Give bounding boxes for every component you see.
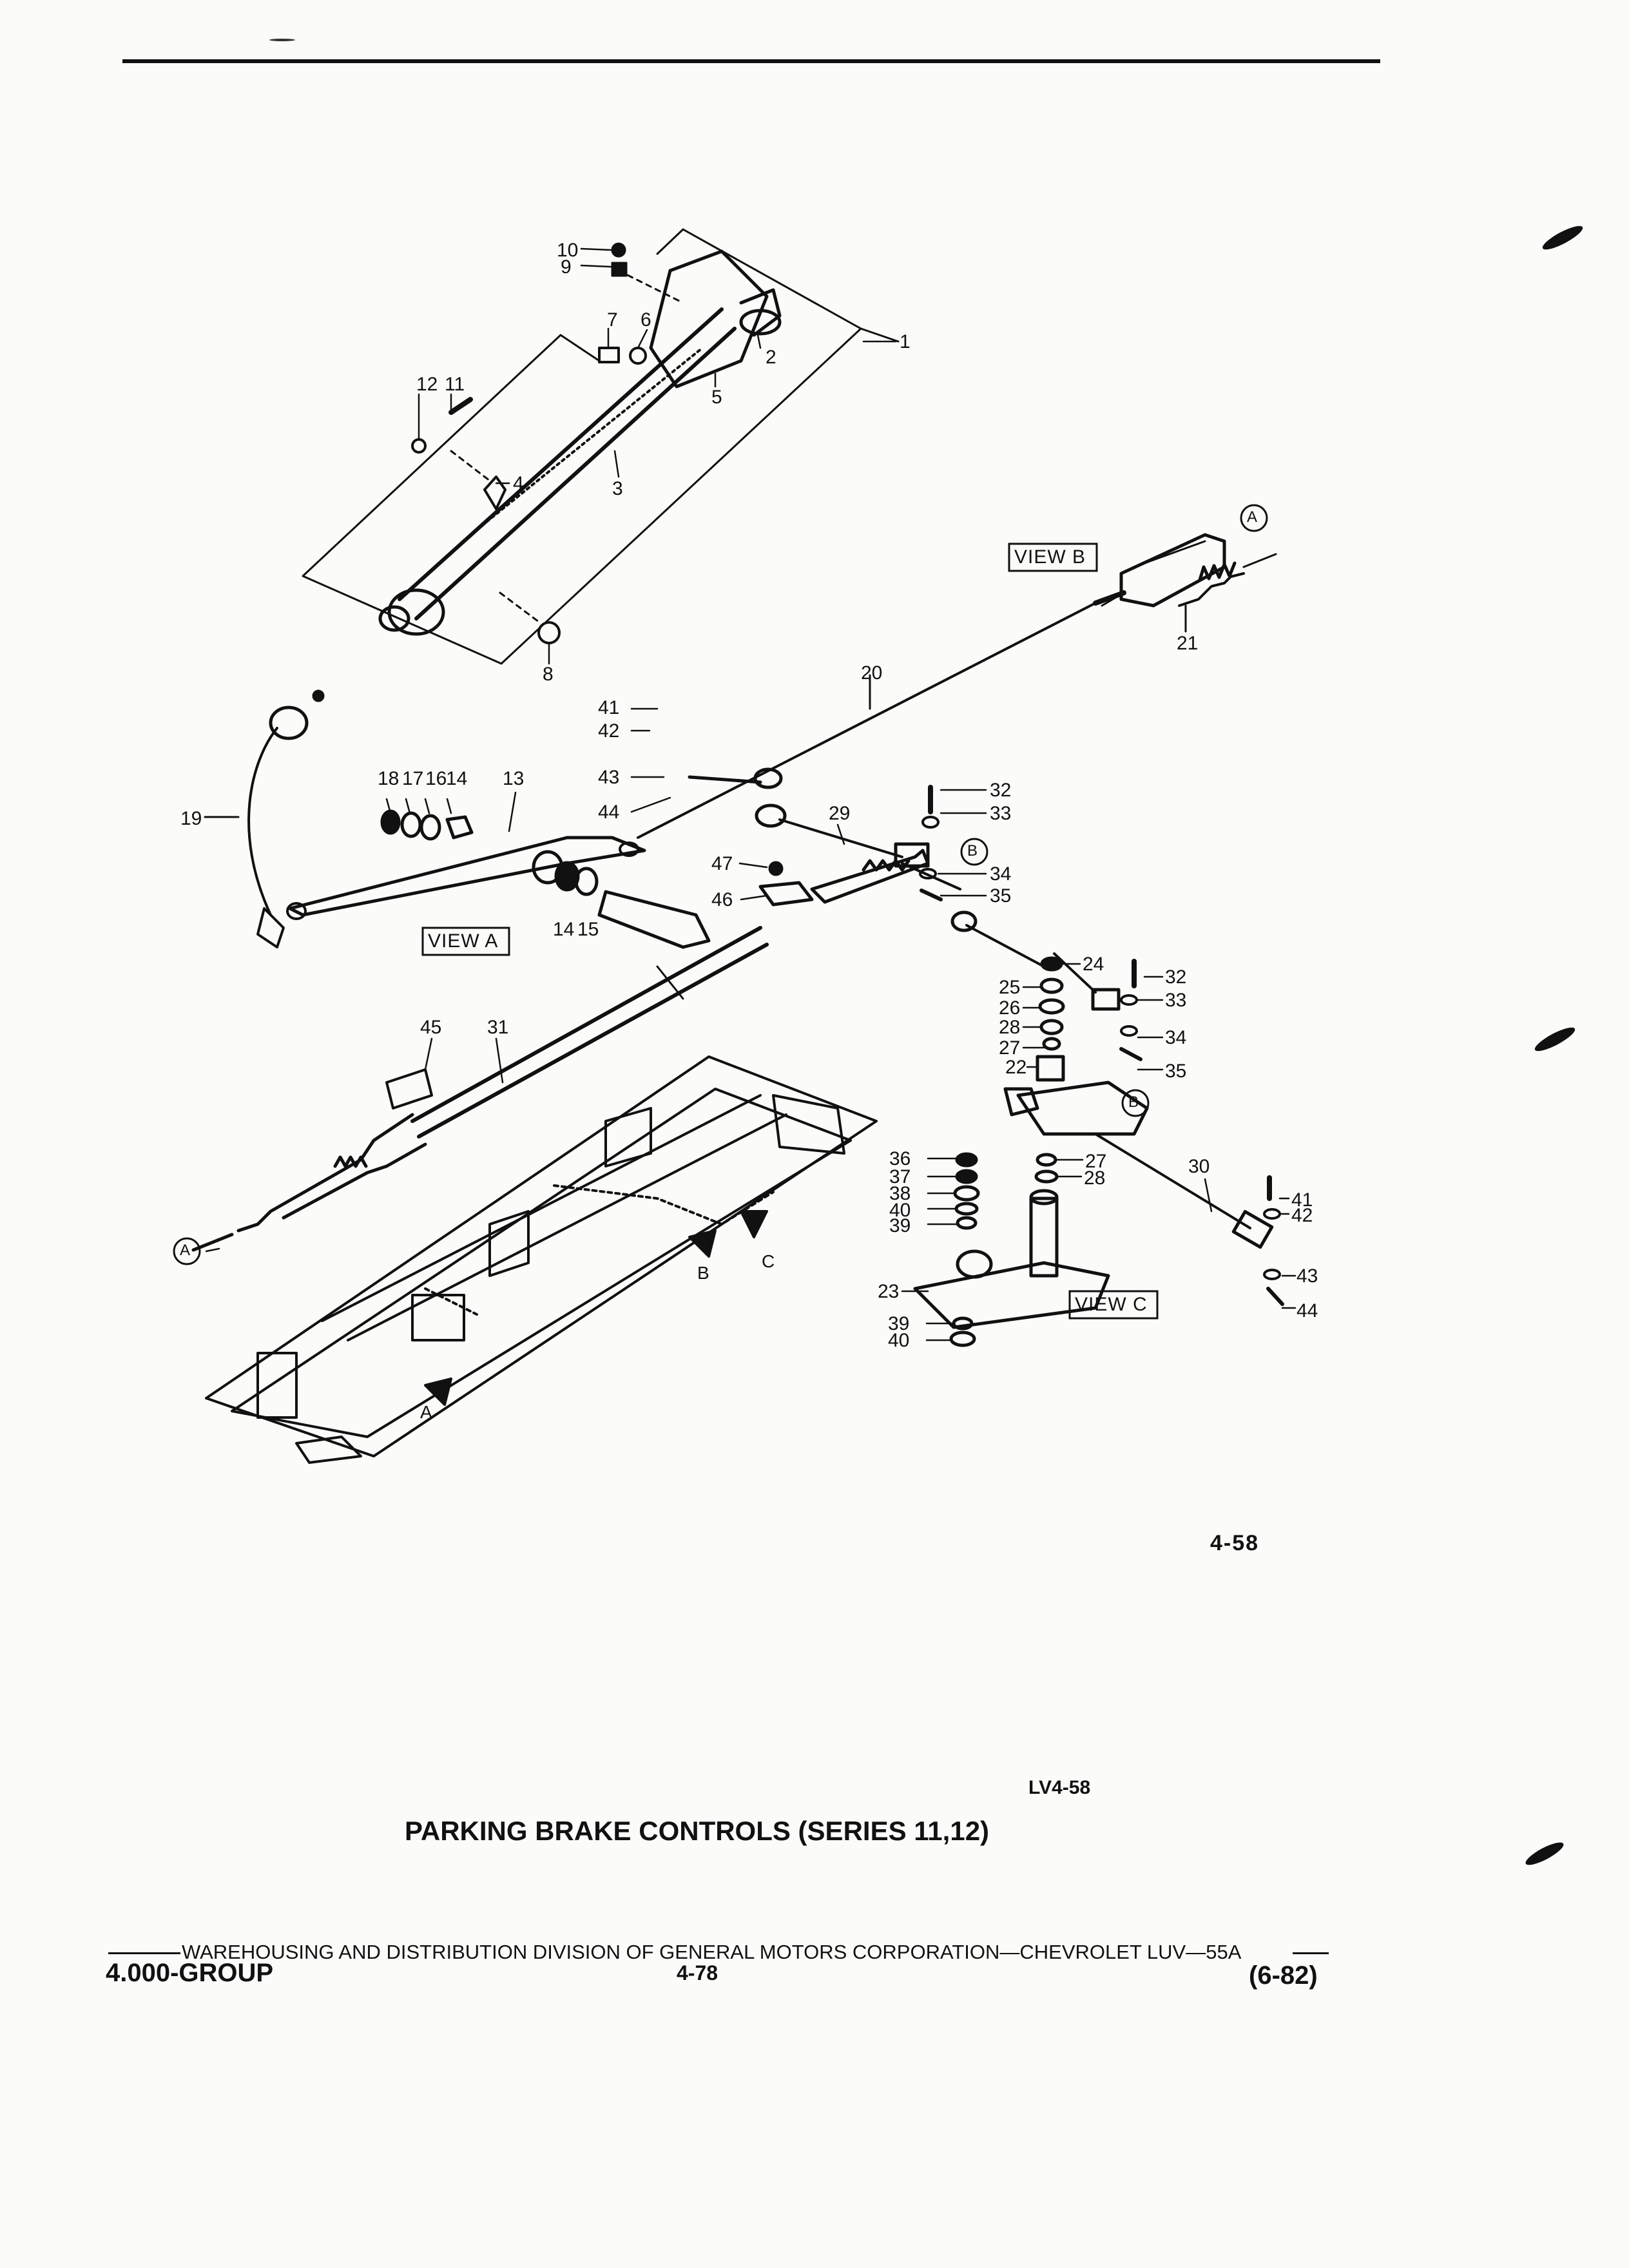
- callout-22: 22: [1005, 1057, 1027, 1078]
- top-rule: [122, 59, 1380, 63]
- cable-20: [637, 590, 1126, 839]
- circled-letter-b: B: [1128, 1093, 1139, 1111]
- scan-dot: [269, 39, 295, 41]
- footer-group: 4.000-GROUP: [106, 1959, 274, 1987]
- callout-21: 21: [1177, 633, 1199, 654]
- callout-16: 16: [425, 768, 447, 789]
- callout-43: 43: [598, 767, 620, 788]
- cable-19: [204, 689, 325, 948]
- callout-25: 25: [999, 977, 1021, 998]
- callout-6: 6: [641, 309, 651, 331]
- callout-13: 13: [503, 768, 525, 789]
- callout-42: 42: [1291, 1205, 1313, 1226]
- cable-30: [1094, 1133, 1284, 1306]
- callout-32: 32: [990, 780, 1012, 801]
- callout-39: 39: [888, 1313, 910, 1334]
- view-b-label: VIEW B: [1014, 546, 1086, 568]
- callout-33: 33: [990, 803, 1012, 824]
- callout-43: 43: [1296, 1265, 1318, 1287]
- frame-arrow-letter-b: B: [697, 1263, 709, 1283]
- callout-27: 27: [999, 1037, 1021, 1059]
- callout-17: 17: [402, 768, 424, 789]
- callout-34: 34: [990, 863, 1012, 885]
- callout-14: 14: [446, 768, 468, 789]
- footer-date: (6-82): [1249, 1961, 1318, 1990]
- vehicle-frame: [205, 1055, 878, 1464]
- footer-page-number: 4-78: [677, 1961, 718, 1984]
- callout-41: 41: [598, 697, 620, 718]
- footer-dash-left: [108, 1952, 180, 1954]
- callout-44: 44: [598, 802, 620, 823]
- callout-34: 34: [1165, 1027, 1187, 1048]
- callout-39: 39: [889, 1215, 911, 1236]
- callout-36: 36: [889, 1148, 911, 1169]
- footer-publisher: WAREHOUSING AND DISTRIBUTION DIVISION OF…: [182, 1941, 1242, 1963]
- callout-28: 28: [999, 1017, 1021, 1038]
- callout-26: 26: [999, 997, 1021, 1019]
- callout-33: 33: [1165, 990, 1187, 1011]
- callout-23: 23: [878, 1281, 900, 1302]
- callout-2: 2: [766, 347, 776, 368]
- cable-31: [191, 926, 769, 1252]
- circled-letter-a: A: [1247, 508, 1258, 526]
- callout-24: 24: [1083, 954, 1104, 975]
- callout-11: 11: [445, 374, 465, 395]
- cable-29: [755, 803, 1045, 968]
- callout-18: 18: [378, 768, 400, 789]
- callout-10: 10: [557, 240, 579, 261]
- callout-31: 31: [487, 1017, 509, 1038]
- page-title: PARKING BRAKE CONTROLS (SERIES 11,12): [405, 1816, 990, 1846]
- circled-letter-b: B: [967, 842, 978, 860]
- intermediate-lever-assembly: [919, 785, 1149, 1136]
- callout-12: 12: [416, 374, 438, 395]
- callout-15: 15: [577, 919, 599, 940]
- frame-arrow-letter-c: C: [762, 1251, 775, 1271]
- frame-arrow-letter-a: A: [420, 1402, 432, 1422]
- callout-37: 37: [889, 1166, 911, 1187]
- callout-38: 38: [889, 1183, 911, 1204]
- callout-30: 30: [1188, 1156, 1210, 1177]
- view-c-label: VIEW C: [1075, 1294, 1148, 1315]
- callout-1: 1: [900, 331, 911, 352]
- callout-29: 29: [829, 803, 851, 824]
- footer-dash-right: [1293, 1952, 1329, 1954]
- callout-19: 19: [180, 808, 202, 829]
- callout-47: 47: [711, 853, 733, 874]
- callout-41: 41: [1291, 1189, 1313, 1211]
- callout-40: 40: [888, 1330, 910, 1351]
- figure-number: 4-58: [1210, 1531, 1260, 1555]
- callout-45: 45: [420, 1017, 442, 1038]
- circled-letter-a: A: [180, 1242, 191, 1259]
- callout-9: 9: [561, 256, 572, 278]
- callout-32: 32: [1165, 966, 1187, 988]
- callout-3: 3: [612, 478, 623, 499]
- callout-7: 7: [607, 309, 618, 331]
- callout-5: 5: [711, 387, 722, 408]
- callout-4: 4: [513, 473, 524, 494]
- callout-27: 27: [1085, 1151, 1107, 1172]
- equalizer-lever-13: [286, 809, 711, 949]
- image-code: LV4-58: [1028, 1777, 1091, 1798]
- callout-40: 40: [889, 1200, 911, 1221]
- view-a-label: VIEW A: [428, 930, 499, 952]
- callout-35: 35: [1165, 1061, 1187, 1082]
- callout-44: 44: [1296, 1300, 1318, 1321]
- callout-28: 28: [1084, 1168, 1106, 1189]
- handle-assembly-group: [302, 228, 900, 665]
- callout-20: 20: [861, 662, 883, 684]
- leader-lines: [205, 247, 1296, 1341]
- callout-14: 14: [553, 919, 575, 940]
- circled-letters: [173, 504, 1268, 1265]
- callout-42: 42: [598, 720, 620, 742]
- callout-46: 46: [711, 889, 733, 910]
- callout-8: 8: [543, 664, 554, 685]
- view-b-bracket: [1119, 533, 1277, 633]
- callout-35: 35: [990, 885, 1012, 907]
